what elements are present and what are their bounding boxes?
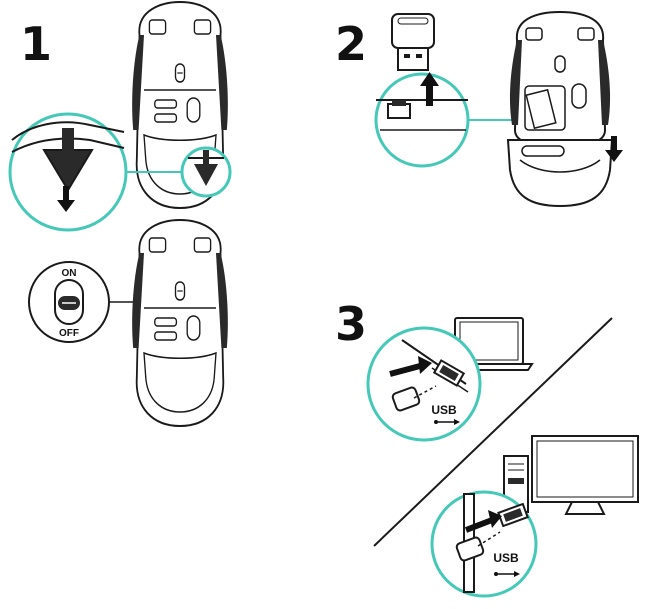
step-1-number: 1 [20, 17, 52, 71]
switch-off-label: OFF [59, 328, 79, 339]
monitor-icon [531, 435, 639, 515]
switch-on-label: ON [62, 268, 77, 279]
mouse-bottom-switch [131, 219, 229, 427]
mouse-open-cover [506, 10, 614, 208]
receiver-slot-zoom [374, 72, 470, 168]
desktop-usb-zoom [430, 490, 538, 598]
usb-label-laptop: USB [431, 403, 457, 417]
power-switch-zoom [28, 261, 110, 343]
usb-label-desktop: USB [493, 551, 519, 565]
step-2-number: 2 [335, 17, 367, 71]
cover-release-zoom [8, 112, 128, 232]
laptop-usb-zoom [366, 326, 482, 442]
divider-line [373, 317, 613, 547]
usb-receiver-icon [391, 13, 435, 71]
step-3-number: 3 [335, 297, 367, 351]
cover-release-small-zoom [180, 146, 232, 198]
